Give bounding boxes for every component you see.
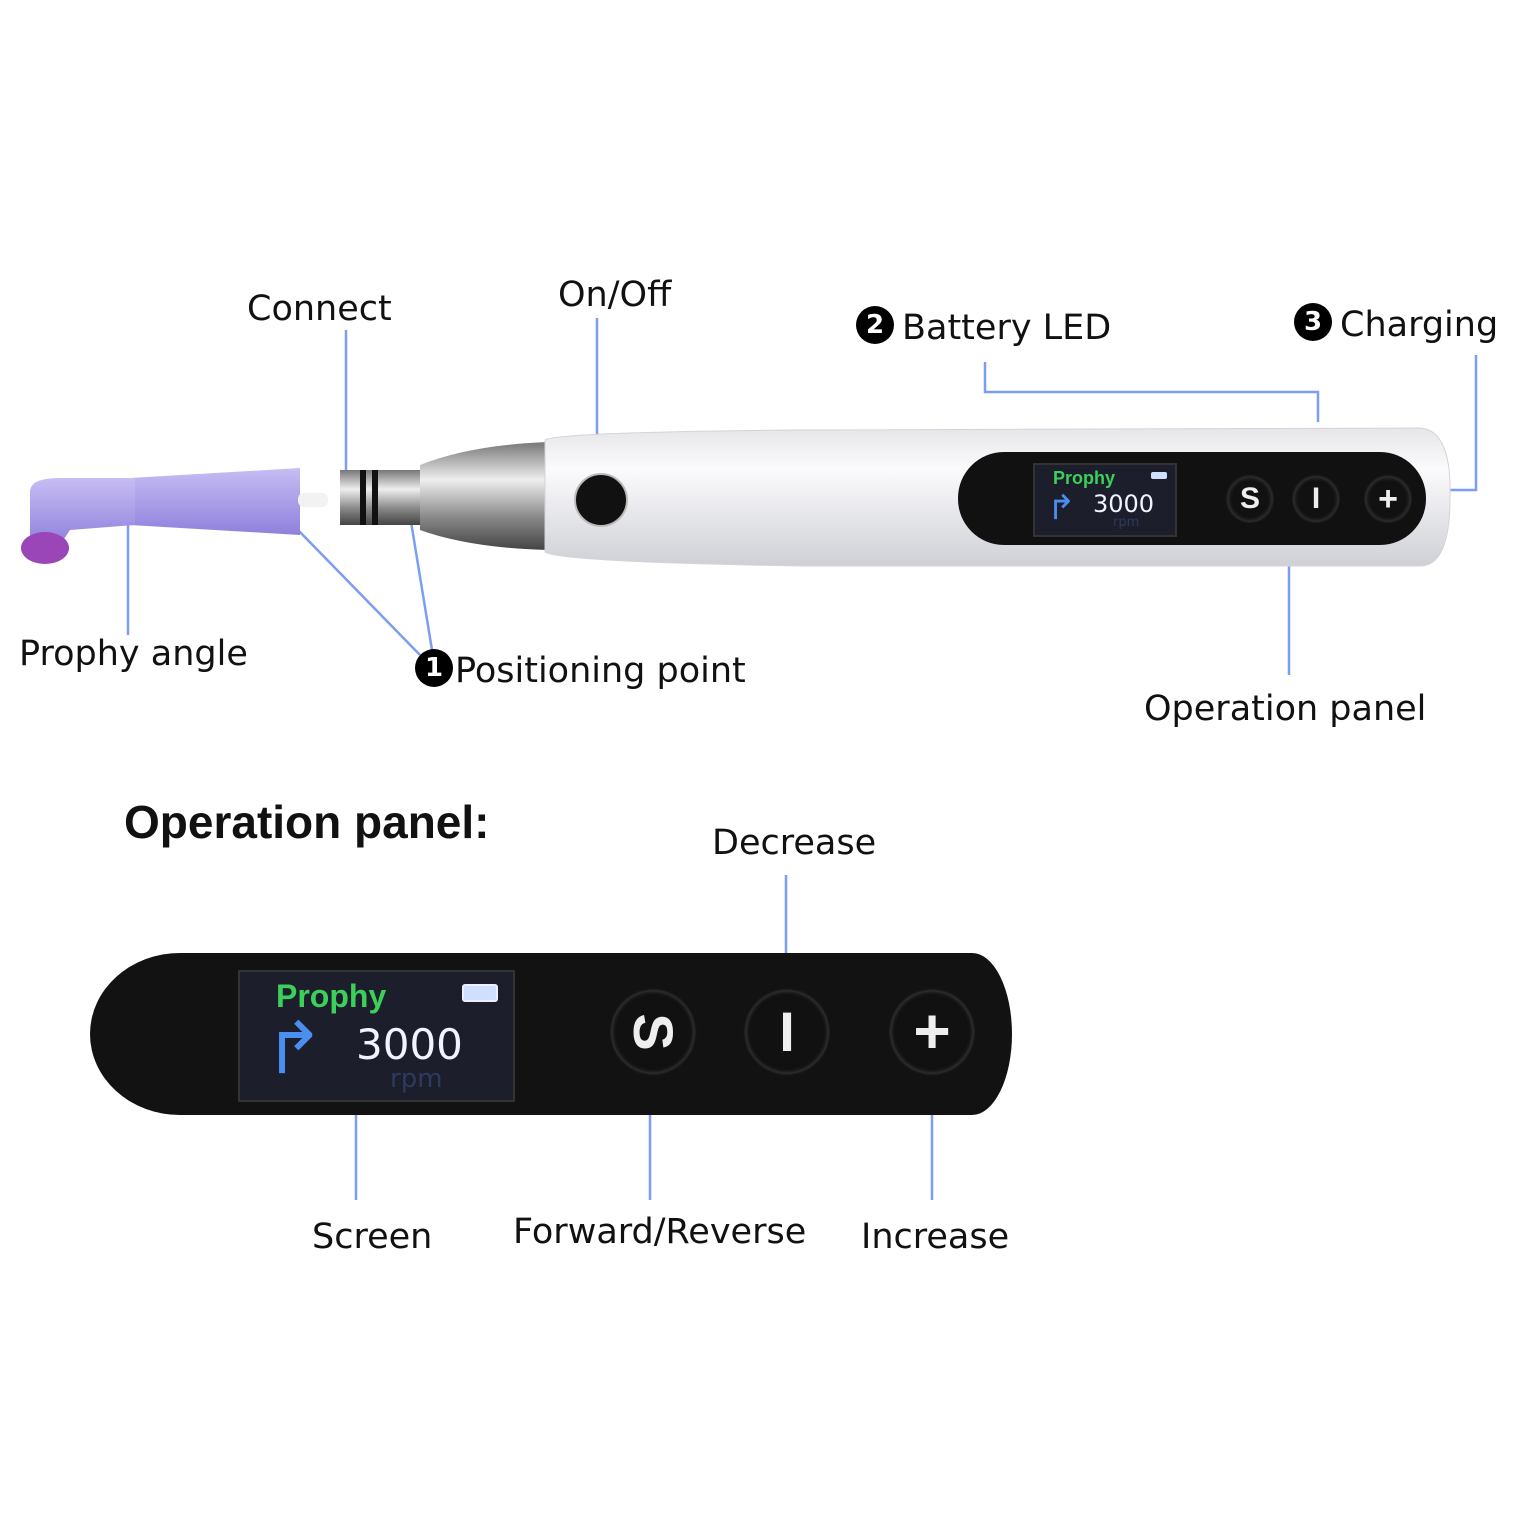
handpiece-screen: Prophy ↱ 3000 rpm: [1033, 463, 1177, 537]
connector: [340, 470, 422, 525]
panel-battery-icon: [462, 984, 498, 1002]
panel-screen-mode: Prophy: [276, 978, 387, 1014]
label-on-off: On/Off: [558, 275, 672, 315]
handpiece-illustration: [21, 427, 1451, 567]
battery-led-text: Battery LED: [902, 308, 1112, 348]
number-badge-1: 1: [415, 649, 453, 687]
direction-arrow-icon: ↱: [1047, 488, 1076, 528]
label-connect: Connect: [247, 289, 392, 329]
panel-screen-unit: rpm: [390, 1064, 443, 1094]
section-heading: Operation panel:: [124, 796, 490, 848]
label-screen: Screen: [312, 1217, 433, 1257]
screen-mode: Prophy: [1053, 468, 1116, 488]
increase-button[interactable]: +: [891, 991, 973, 1073]
handpiece-increase-button[interactable]: +: [1366, 477, 1410, 521]
decrease-button[interactable]: I: [746, 991, 828, 1073]
positioning-leader-1: [297, 529, 421, 656]
panel-direction-arrow-icon: ↱: [264, 1006, 325, 1090]
operation-panel-closeup: [90, 953, 1012, 1115]
battery-icon: [1151, 472, 1167, 479]
battery-led-leader: [983, 362, 1320, 422]
charging-text: Charging: [1340, 305, 1499, 345]
screen-speed: 3000: [1093, 490, 1155, 518]
panel-screen-speed: 3000: [356, 1020, 463, 1069]
panel-screen: Prophy ↱ 3000 rpm: [238, 970, 515, 1102]
handpiece-panel: [958, 452, 1426, 545]
label-forward-reverse: Forward/Reverse: [513, 1212, 807, 1252]
number-badge-2: 2: [856, 306, 894, 344]
handpiece-decrease-button[interactable]: I: [1294, 477, 1338, 521]
charging-leader: [1450, 355, 1478, 492]
handpiece-s-button[interactable]: S: [1228, 477, 1272, 521]
number-badge-3: 3: [1294, 303, 1332, 341]
on-off-button[interactable]: [574, 473, 628, 527]
label-operation-panel: Operation panel: [1144, 689, 1427, 729]
positioning-point-text: Positioning point: [455, 651, 746, 691]
prophy-angle: [21, 468, 328, 564]
forward-reverse-button[interactable]: S: [612, 991, 694, 1073]
label-increase: Increase: [861, 1217, 1010, 1257]
label-prophy-angle: Prophy angle: [19, 634, 248, 674]
label-decrease: Decrease: [712, 823, 877, 863]
screen-unit: rpm: [1113, 515, 1140, 530]
metal-nose: [420, 442, 548, 550]
